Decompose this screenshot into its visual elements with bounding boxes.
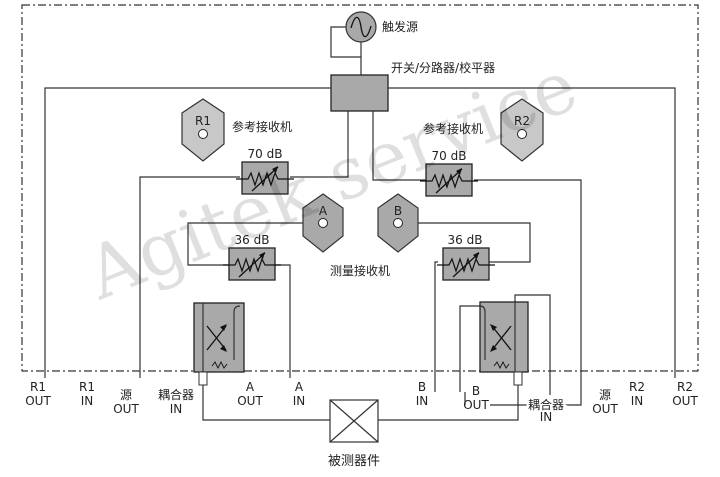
port-a-in-sub: IN (293, 394, 306, 408)
port-b-out: B (472, 384, 480, 398)
port-r2-in: R2 (629, 380, 645, 394)
dut-label: 被测器件 (328, 454, 380, 469)
receiver-label: A (319, 204, 328, 218)
measurement-receiver-label: 测量接收机 (330, 263, 390, 278)
port-b-in: B (418, 380, 426, 394)
port-r1-in: R1 (79, 380, 95, 394)
attenuator-label: 70 dB (432, 149, 467, 163)
attenuator-label: 70 dB (248, 147, 283, 161)
port-source-out-left-sub: OUT (113, 402, 139, 416)
port-r2-out-sub: OUT (672, 394, 698, 408)
port-coupler-in-right-sub: IN (540, 410, 553, 424)
port-labels: R1 OUT R1 IN 源 OUT 耦合器 IN A OUT A IN B I… (25, 380, 698, 424)
port-r1-out-sub: OUT (25, 394, 51, 408)
coupler-right (479, 301, 529, 386)
receiver-label: R1 (195, 114, 211, 128)
port-a-out-sub: OUT (237, 394, 263, 408)
attenuator-70db-left: 70 dB (235, 147, 295, 195)
attenuator-label: 36 dB (235, 233, 270, 247)
attenuator-36db-left: 36 dB (222, 233, 282, 281)
port-coupler-in-left-sub: IN (170, 402, 183, 416)
port-source-out-right: 源 (599, 388, 611, 402)
switch-splitter-leveler (330, 74, 389, 112)
port-coupler-in-left: 耦合器 (158, 387, 194, 402)
wiring (44, 87, 676, 421)
instrument-boundary (21, 4, 699, 372)
dut (329, 399, 379, 443)
trigger-source: 触发源 (330, 11, 418, 86)
port-a-out: A (246, 380, 255, 394)
port-source-out-right-sub: OUT (592, 402, 618, 416)
receiver-label: B (394, 204, 402, 218)
coupler-left (193, 302, 245, 386)
receiver-a: A (302, 193, 344, 253)
switch-label: 开关/分路器/校平器 (391, 60, 495, 75)
port-source-out-left: 源 (120, 388, 132, 402)
trigger-source-label: 触发源 (382, 19, 418, 34)
receiver-b: B (377, 193, 419, 253)
port-r2-out: R2 (677, 380, 693, 394)
port-r1-in-sub: IN (81, 394, 94, 408)
port-r2-in-sub: IN (631, 394, 644, 408)
reference-receiver-label-left: 参考接收机 (232, 119, 292, 134)
attenuator-36db-right: 36 dB (436, 233, 496, 281)
receiver-r2: R2 (500, 98, 544, 162)
reference-receiver-label-right: 参考接收机 (423, 121, 483, 136)
port-a-in: A (295, 380, 304, 394)
port-coupler-in-right: 耦合器 (528, 397, 564, 412)
port-b-out-sub: OUT (463, 398, 489, 412)
attenuator-70db-right: 70 dB (419, 149, 479, 197)
receiver-r1: R1 (181, 98, 225, 162)
port-r1-out: R1 (30, 380, 46, 394)
port-b-in-sub: IN (416, 394, 429, 408)
receiver-label: R2 (514, 114, 530, 128)
attenuator-label: 36 dB (448, 233, 483, 247)
